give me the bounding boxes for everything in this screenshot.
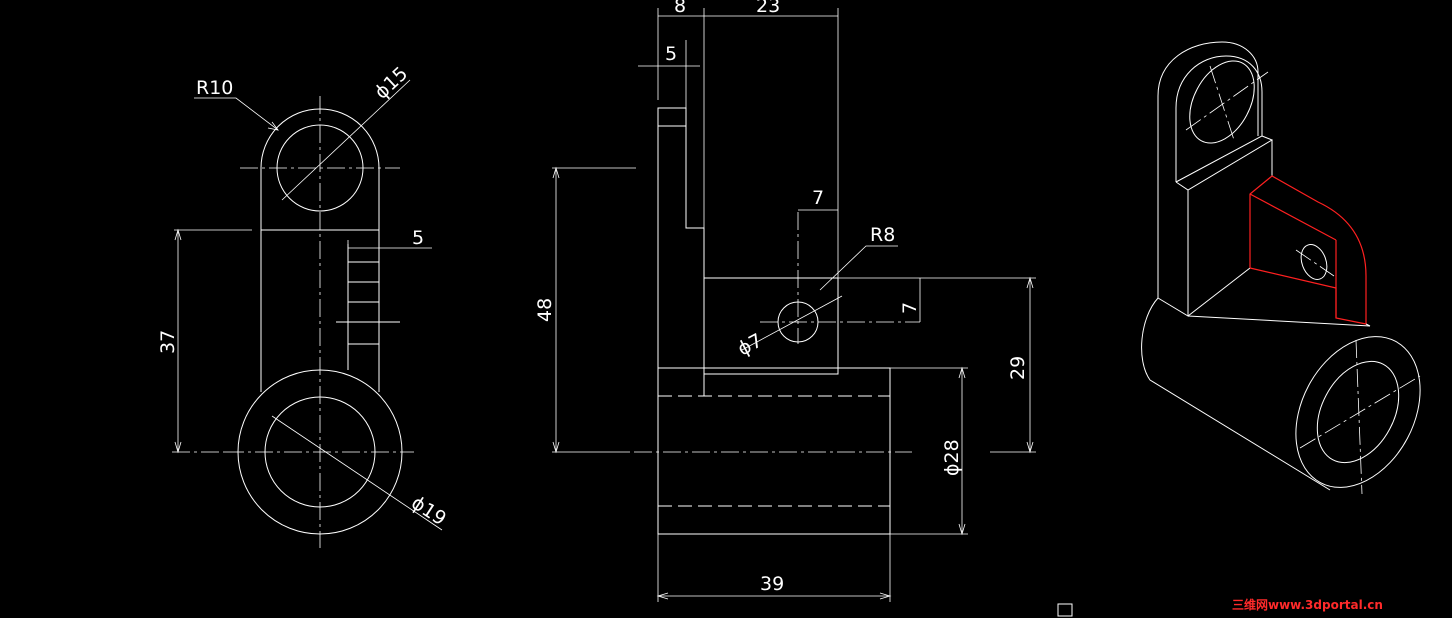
dim-r10-leader <box>194 97 279 131</box>
iso-lug-hole-axis <box>1295 249 1335 277</box>
iso-cylinder-axis-1 <box>1299 375 1421 449</box>
dim-d15-label: ϕ15 <box>370 63 412 104</box>
dim-7-top-label: 7 <box>812 187 824 209</box>
front-view <box>172 79 443 548</box>
iso-cylinder-axis-2 <box>1355 339 1363 495</box>
cylinder-outline <box>657 367 891 535</box>
iso-plate-front <box>1157 190 1189 317</box>
ucs-marker <box>1057 603 1073 617</box>
dim-48-arrows <box>552 166 560 454</box>
dim-5-front-label: 5 <box>412 227 424 249</box>
dim-d15-leader <box>281 79 411 201</box>
dim-48-label: 48 <box>534 298 556 322</box>
iso-top-hole-axis-2 <box>1209 65 1235 141</box>
dim-39-arrows <box>656 592 892 600</box>
dim-23-label: 23 <box>756 0 780 17</box>
dim-29-label: 29 <box>1007 356 1029 380</box>
isometric-view <box>1141 41 1421 495</box>
iso-lug-outline <box>1249 175 1367 325</box>
dim-39-label: 39 <box>760 573 784 595</box>
dim-d28-arrows <box>958 366 966 536</box>
iso-top-boss-front <box>1175 55 1263 183</box>
dim-r10-label: R10 <box>196 77 233 99</box>
iso-cylinder-end-outer <box>1295 336 1421 488</box>
iso-cylinder-body <box>1141 297 1331 491</box>
dim-d7-leader <box>741 295 843 351</box>
iso-cylinder-top-edge <box>1187 315 1371 327</box>
iso-plate-lower-edge <box>1187 267 1251 317</box>
dim-37-arrows <box>174 228 182 454</box>
dim-8-label: 8 <box>674 0 686 17</box>
iso-lug-hole <box>1300 244 1328 280</box>
plate-outline <box>657 107 705 396</box>
lug-outline <box>704 277 839 375</box>
dim-d19-leader <box>271 415 443 531</box>
iso-top-hole <box>1189 60 1255 144</box>
watermark-text: 三维网www.3dportal.cn <box>1232 597 1383 612</box>
dim-7-right-label: 7 <box>899 302 921 314</box>
dim-r8-label: R8 <box>870 224 895 246</box>
dim-r8-leader <box>819 245 898 291</box>
dim-29-arrows <box>1026 276 1034 454</box>
iso-lug-top-edge <box>1249 193 1337 241</box>
dim-d28-label: ϕ28 <box>941 439 963 476</box>
dim-37-label: 37 <box>157 330 179 354</box>
iso-top-boss-back <box>1157 41 1259 298</box>
dim-d19-label: ϕ19 <box>407 492 450 530</box>
iso-cylinder-end-inner <box>1316 360 1400 464</box>
iso-top-hole-axis-1 <box>1185 71 1269 131</box>
dim-d7-label: ϕ7 <box>734 329 766 360</box>
iso-step-ledge <box>1175 135 1274 191</box>
dim-r10-arrow <box>267 121 279 131</box>
dim-5-side-label: 5 <box>665 43 677 65</box>
side-view <box>552 8 1036 602</box>
